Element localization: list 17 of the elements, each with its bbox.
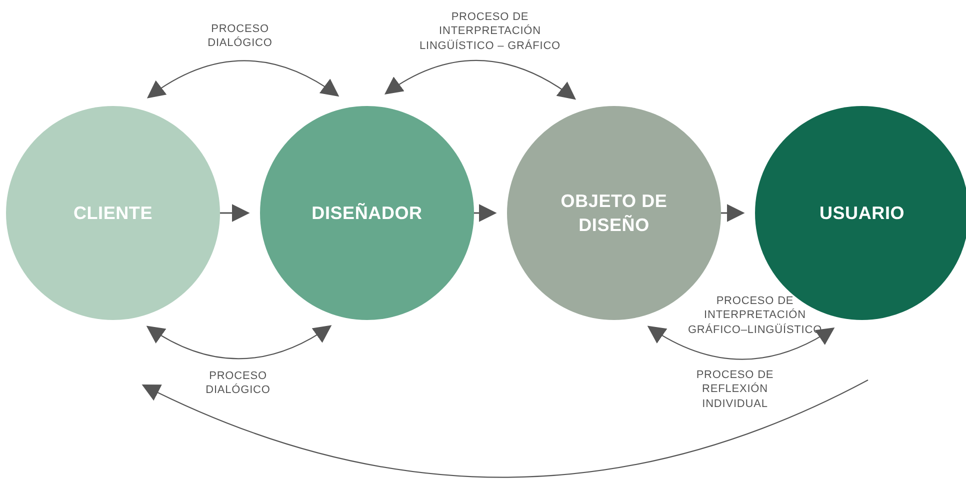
node-label: DISEÑADOR	[312, 202, 422, 225]
edge-label: PROCESO DE INTERPRETACIÓN GRÁFICO–LINGÜÍSTICO	[686, 294, 824, 337]
arrow	[142, 380, 868, 478]
node-label: OBJETO DE DISEÑO	[560, 190, 668, 237]
node-label: USUARIO	[819, 202, 905, 225]
arrow	[146, 60, 340, 98]
edge-label: PROCESO DE REFLEXIÓN INDIVIDUAL	[695, 368, 775, 411]
arrow	[220, 204, 250, 222]
node-label: CLIENTE	[73, 202, 153, 225]
arrow	[146, 325, 332, 360]
edge-label: PROCESO DIALÓGICO	[206, 22, 274, 51]
edge-label: PROCESO DIALÓGICO	[204, 369, 272, 398]
arrow	[474, 204, 497, 222]
arrow	[721, 204, 745, 222]
arrow	[384, 60, 576, 100]
edge-label: PROCESO DE INTERPRETACIÓN LINGÜÍSTICO – GRÁFICO	[418, 10, 562, 53]
arrow	[647, 326, 835, 360]
